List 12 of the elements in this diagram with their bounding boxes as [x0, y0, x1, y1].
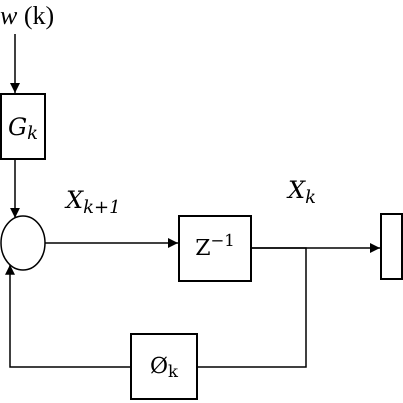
- summing-junction: [0, 215, 46, 271]
- block-box: Z$^{−1}$: [178, 215, 252, 282]
- input-label: w (k): [0, 0, 72, 32]
- arrow: [5, 264, 130, 368]
- edge-label: X$_{k}$: [288, 178, 316, 202]
- arrow: [10, 34, 20, 93]
- arrow: [10, 160, 20, 218]
- block-box: G$_{k}$: [0, 93, 46, 160]
- arrow: [45, 238, 178, 248]
- block-box: [380, 213, 403, 280]
- edge-label: X$_{k+1}$: [66, 188, 121, 212]
- block-box: Ø$_{k}$: [130, 333, 198, 400]
